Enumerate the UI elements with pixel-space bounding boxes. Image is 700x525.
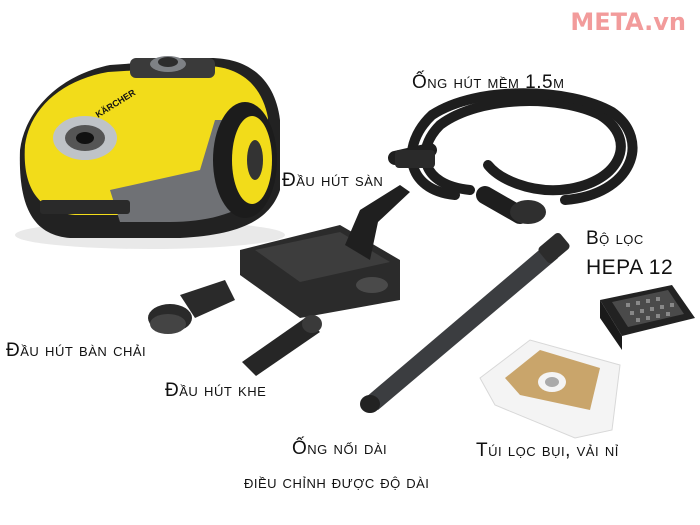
tube-label-line1: Ống nối dài [292, 438, 388, 459]
crevice-nozzle [242, 315, 322, 376]
hose-label: Ống hút mềm 1.5m [412, 72, 565, 93]
meta-watermark: META.vn [570, 8, 686, 36]
hose-connector [510, 200, 546, 224]
brush-nozzle-label: Đầu hút bàn chải [6, 340, 147, 361]
dust-bag [479, 339, 621, 439]
crevice-nozzle-label: Đầu hút khe [165, 380, 267, 401]
tube-label-line2: điều chỉnh được độ dài [244, 472, 430, 492]
filter-label-line1: Bộ lọc [586, 228, 644, 249]
floor-nozzle [240, 185, 410, 318]
brush-nozzle [148, 280, 235, 334]
hose-handle [395, 150, 435, 168]
dust-bag-label: Túi lọc bụi, vải nỉ [476, 440, 619, 461]
filter-label-line2: HEPA 12 [586, 256, 674, 279]
vacuum-cleaner-body [15, 56, 285, 249]
floor-nozzle-label: Đầu hút sàn [282, 170, 384, 191]
hepa-filter [600, 285, 695, 350]
extension-tube [360, 232, 570, 413]
